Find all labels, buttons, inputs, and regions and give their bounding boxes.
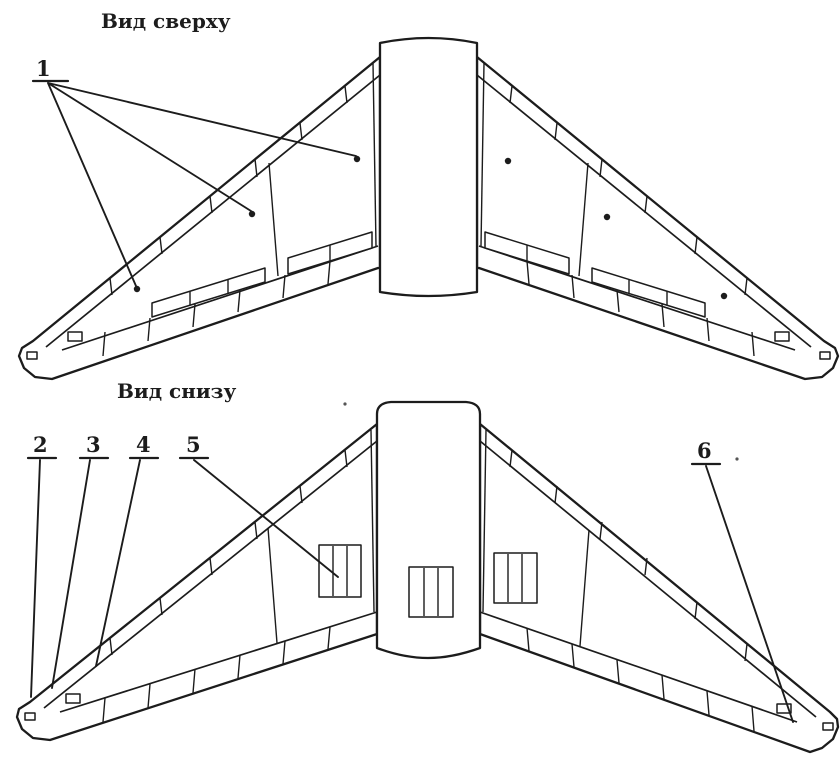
- top-view: Вид сверху: [17, 9, 840, 381]
- left-tip-step-bottom: [65, 693, 81, 704]
- left-leading-edge-inner-top: [45, 74, 381, 348]
- right-elevon-dividers-bottom: [526, 627, 755, 732]
- right-root-rib-bottom: [482, 429, 487, 613]
- right-elevon-hinge-top: [478, 245, 796, 351]
- right-root-rib-top: [480, 62, 485, 247]
- left-hatch-dividers: [332, 546, 348, 596]
- right-elevon-dividers-top: [526, 260, 755, 357]
- reference-dots-top: [133, 155, 728, 300]
- callout-4: 4: [95, 432, 160, 667]
- reference-dot: [720, 292, 728, 300]
- reference-dot: [603, 213, 611, 221]
- right-tip-step-top: [774, 331, 790, 342]
- left-panel-joint-bottom: [267, 527, 278, 644]
- callout-3-leader: [51, 459, 91, 689]
- right-wing-top: [475, 55, 840, 381]
- reference-dot: [248, 210, 256, 218]
- left-slat-dividers-bottom: [109, 449, 348, 656]
- scan-speck: [343, 402, 347, 406]
- right-panel-joint-top: [578, 162, 589, 277]
- left-elevon-dividers-top: [102, 260, 331, 357]
- callout-1-label: 1: [36, 56, 51, 81]
- callout-5: 5: [178, 432, 339, 578]
- callout-4-leader: [95, 459, 141, 667]
- callout-1-leader-lines: [47, 82, 357, 287]
- left-wing-outline-bottom: [15, 422, 379, 742]
- callout-5-label: 5: [186, 432, 201, 457]
- callout-2: 2: [26, 432, 58, 698]
- callout-5-leader: [193, 459, 339, 578]
- left-root-rib-top: [372, 62, 377, 247]
- reference-dot: [504, 157, 512, 165]
- center-hatch: [408, 566, 454, 618]
- center-hatch-dividers: [423, 568, 439, 616]
- callout-2-leader: [30, 459, 41, 698]
- right-tip-detail-bottom: [822, 722, 834, 731]
- left-wing-outline-top: [17, 55, 382, 381]
- right-tip-detail-top: [819, 351, 831, 360]
- right-wing-bottom: [478, 422, 840, 754]
- reference-dot: [353, 155, 361, 163]
- right-elevon-hinge-bottom: [479, 611, 798, 723]
- left-root-rib-bottom: [370, 429, 375, 613]
- right-panel-joint-bottom: [579, 529, 590, 647]
- fuselage-top: [378, 36, 479, 298]
- left-wing-bottom: [15, 422, 379, 742]
- fuselage-bottom: [375, 400, 482, 660]
- scan-specks: [343, 402, 739, 461]
- right-slat-dividers-top: [509, 85, 748, 296]
- bottom-view: Вид снизу: [15, 379, 840, 754]
- right-hatch-dividers: [507, 554, 523, 602]
- reference-dot: [133, 285, 141, 293]
- left-tip-detail-top: [26, 351, 38, 360]
- left-elevon-hinge-top: [61, 245, 379, 351]
- right-wing-outline-top: [475, 55, 840, 381]
- scan-speck: [735, 457, 739, 461]
- callout-6-label: 6: [697, 438, 712, 463]
- left-slat-dividers-top: [109, 85, 348, 296]
- callout-3-label: 3: [86, 432, 101, 457]
- left-outer-spoiler-dividers-top: [189, 279, 229, 305]
- left-hatch: [318, 544, 362, 598]
- left-elevon-hinge-bottom: [59, 611, 378, 713]
- left-elevon-dividers-bottom: [102, 626, 331, 723]
- right-leading-edge-inner-bottom: [479, 440, 817, 718]
- right-slat-dividers-bottom: [509, 449, 748, 662]
- left-wing-top: [17, 55, 382, 381]
- right-leading-edge-inner-top: [476, 74, 812, 348]
- callout-6-leader: [705, 465, 794, 723]
- access-hatches: [318, 544, 538, 618]
- callout-6: 6: [690, 438, 794, 723]
- callout-3: 3: [51, 432, 110, 689]
- top-view-title: Вид сверху: [101, 9, 231, 33]
- right-tip-step-bottom: [776, 703, 792, 714]
- left-tip-step-top: [67, 331, 83, 342]
- right-outer-spoiler-dividers-top: [628, 279, 668, 305]
- callout-4-label: 4: [136, 432, 151, 457]
- left-panel-joint-top: [268, 162, 279, 277]
- left-leading-edge-inner-bottom: [43, 440, 378, 709]
- callout-2-label: 2: [33, 432, 48, 457]
- bottom-view-title: Вид снизу: [117, 379, 236, 403]
- right-hatch: [493, 552, 538, 604]
- left-tip-detail-bottom: [24, 712, 36, 721]
- callout-1: 1: [31, 56, 357, 287]
